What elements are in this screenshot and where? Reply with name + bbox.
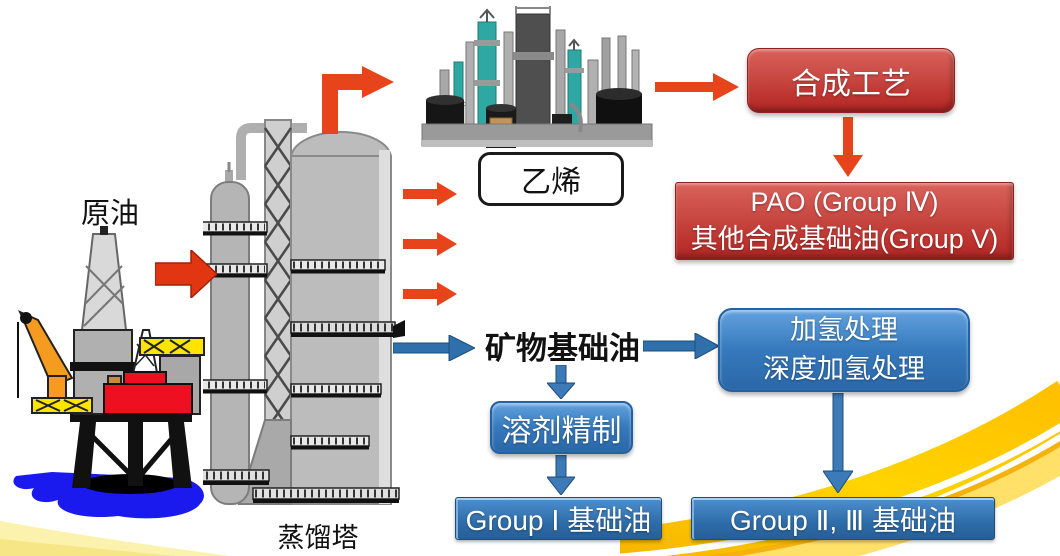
distillation-tower-label: 蒸馏塔 <box>277 523 359 553</box>
arrow-hydro-to-group23 <box>823 393 853 493</box>
arrow-tower-to-mineral-oil <box>393 335 475 361</box>
arrow-tower-fraction-2 <box>403 232 457 256</box>
pao-box-line1: PAO (Group Ⅳ) <box>750 187 939 217</box>
synthesis-process-label: 合成工艺 <box>791 67 911 101</box>
arrow-plant-to-synthesis <box>655 73 739 101</box>
solvent-refining-box: 溶剂精制 <box>490 401 633 454</box>
hydrotreating-box: 加氢处理 深度加氢处理 <box>718 308 970 392</box>
distillation-tower-illustration <box>203 119 405 505</box>
hydrotreating-box-line1: 加氢处理 <box>790 315 898 345</box>
synthesis-process-box: 合成工艺 <box>747 48 955 113</box>
crude-oil-label: 原油 <box>80 198 139 230</box>
arrow-mineral-oil-to-solvent <box>547 365 575 399</box>
arrow-tower-to-plant <box>322 66 394 134</box>
arrow-solvent-to-group1 <box>547 455 575 495</box>
mineral-base-oil-label: 矿物基础油 <box>485 331 640 366</box>
arrow-synthesis-to-pao <box>833 117 863 177</box>
ethylene-box-label: 乙烯 <box>521 166 581 199</box>
pao-box-line2: 其他合成基础油(Group V) <box>690 224 999 254</box>
arrow-mineral-oil-to-hydro <box>643 333 719 359</box>
chemical-plant-illustration <box>421 6 653 148</box>
group1-base-oil-bar: Group Ⅰ 基础油 <box>455 497 662 540</box>
arrow-tower-fraction-1 <box>403 182 457 206</box>
solvent-refining-label: 溶剂精制 <box>501 414 622 448</box>
arrow-tower-fraction-3 <box>403 282 457 306</box>
pale-yellow-swoosh-decoration <box>0 521 230 556</box>
arrow-crude-to-tower <box>155 250 217 298</box>
hydrotreating-box-line2: 深度加氢处理 <box>763 354 925 384</box>
pao-box: PAO (Group Ⅳ) 其他合成基础油(Group V) <box>675 182 1014 260</box>
ethylene-box: 乙烯 <box>478 152 624 206</box>
group23-base-oil-label: Group Ⅱ, Ⅲ 基础油 <box>729 504 957 536</box>
oil-rig-illustration <box>13 226 205 519</box>
group1-base-oil-label: Group Ⅰ 基础油 <box>465 504 652 536</box>
group23-base-oil-bar: Group Ⅱ, Ⅲ 基础油 <box>691 497 995 540</box>
